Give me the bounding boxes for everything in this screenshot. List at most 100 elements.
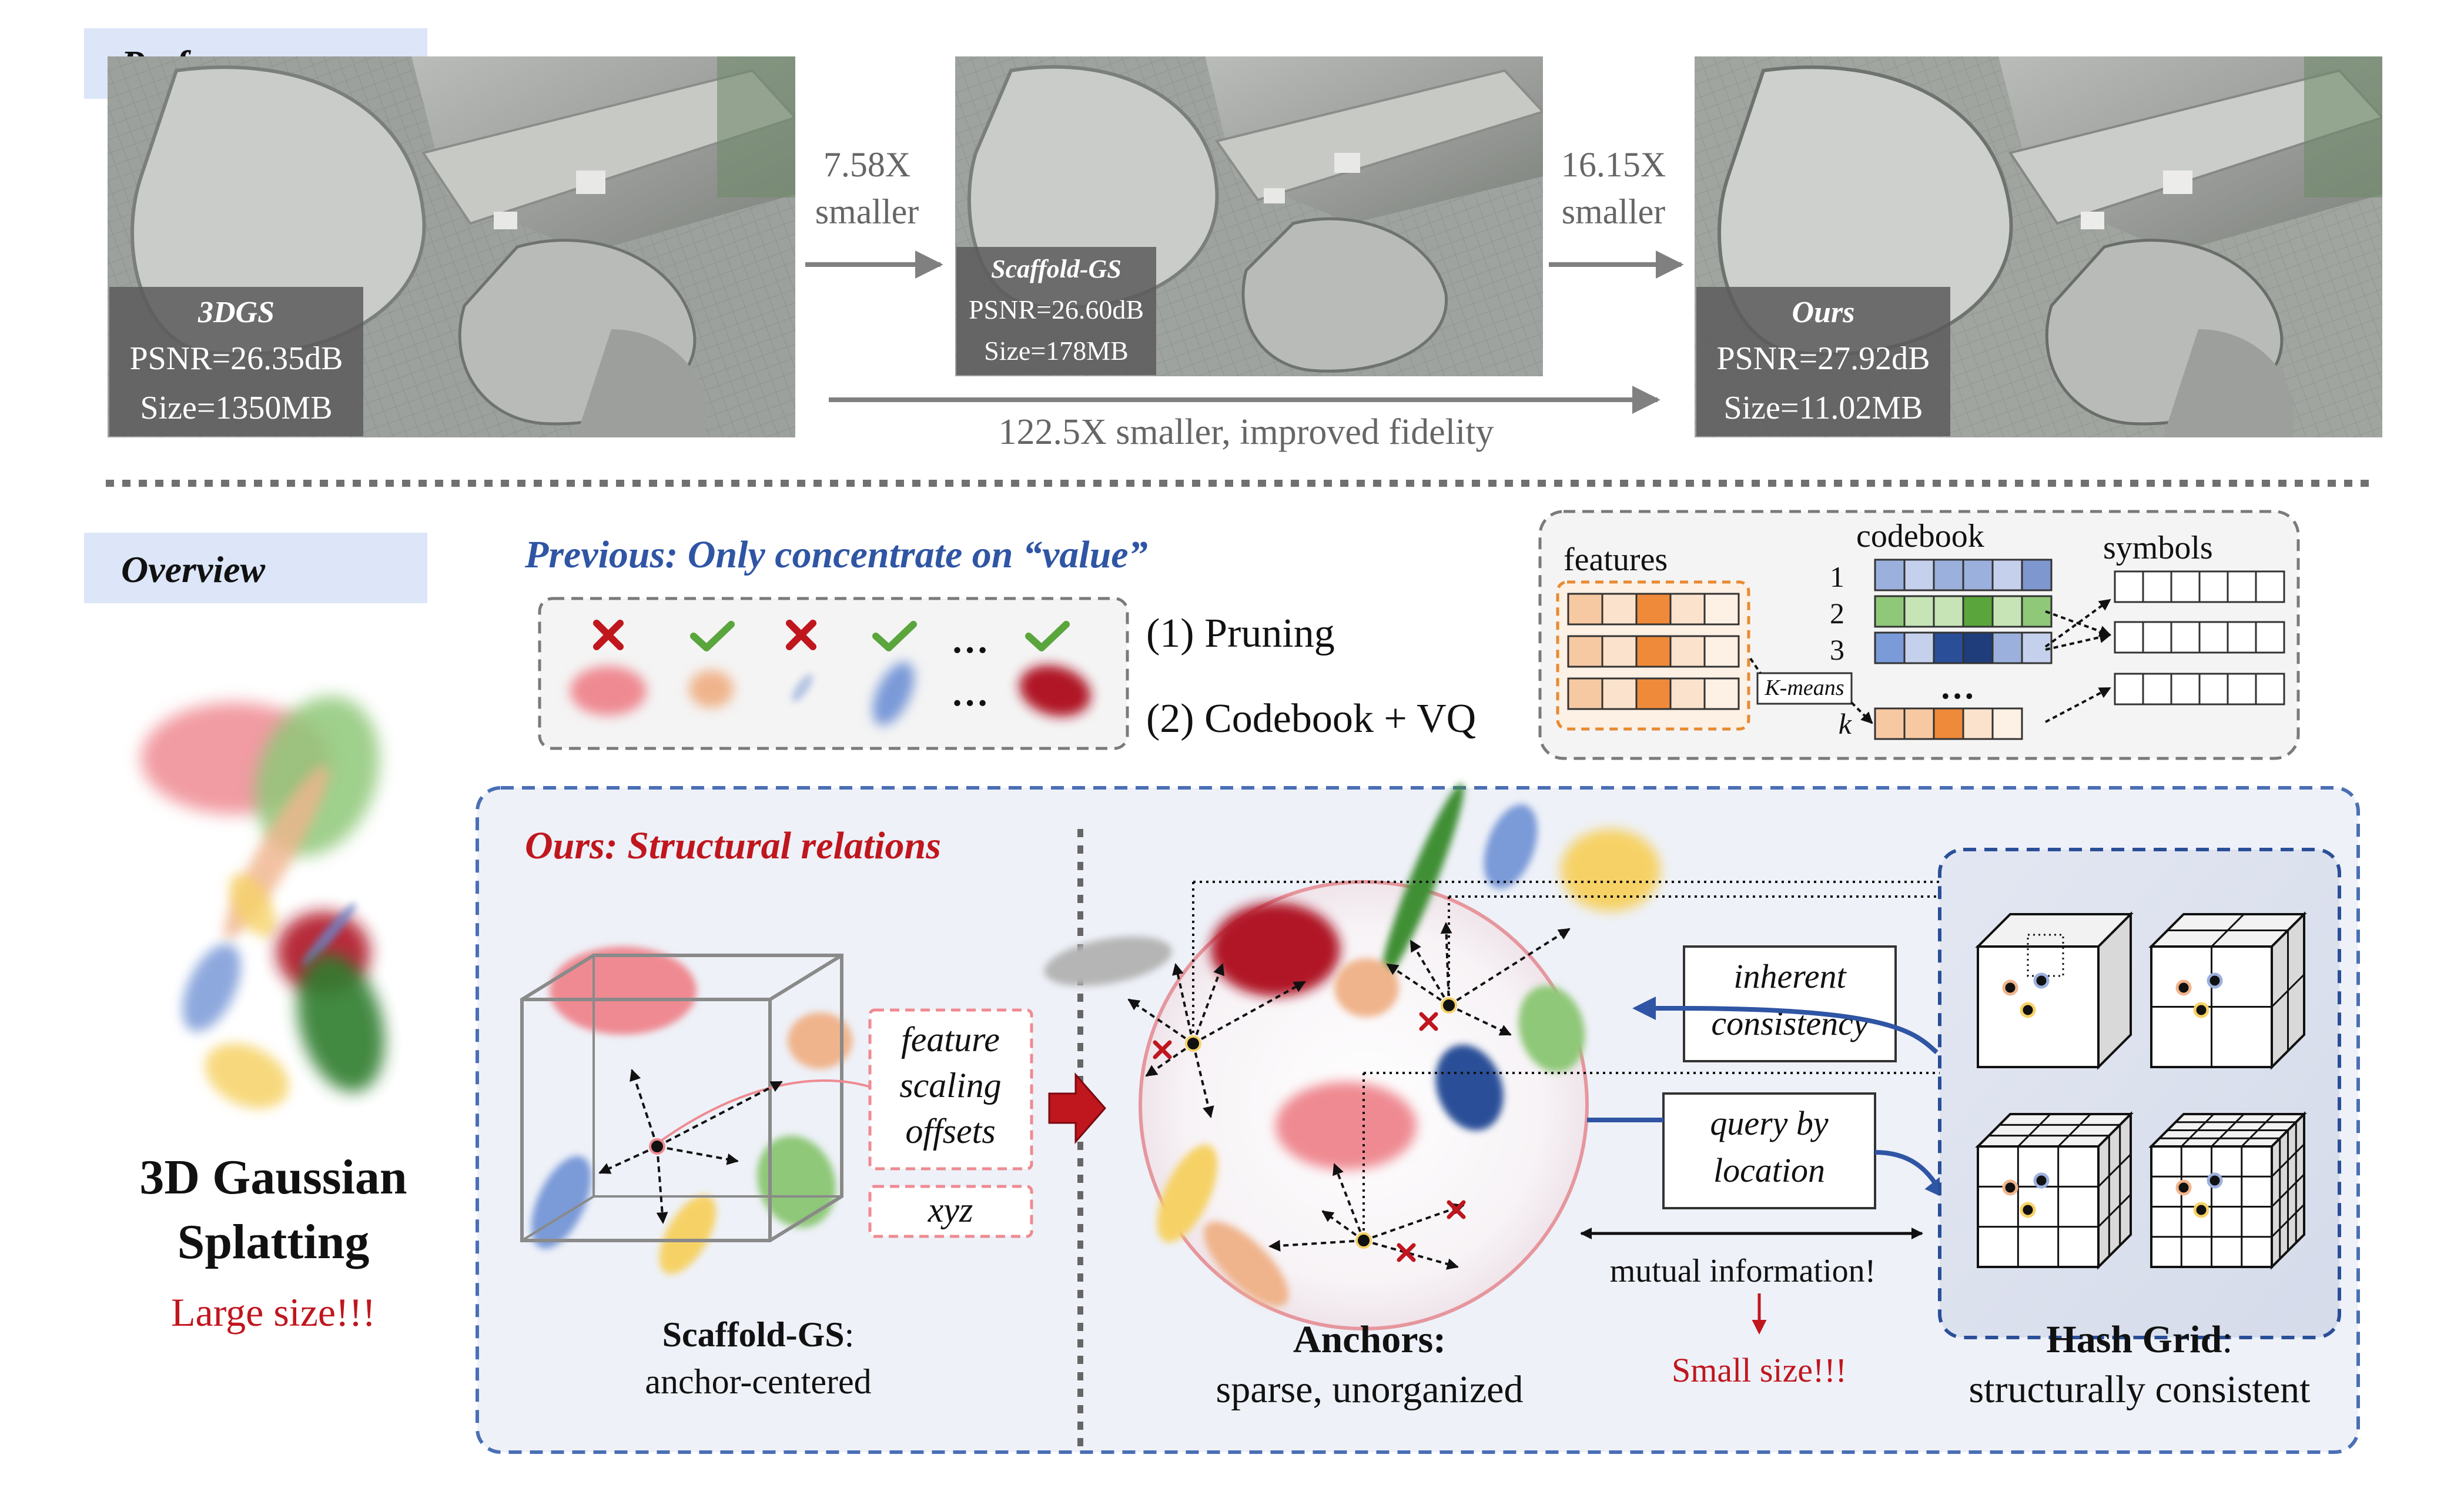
codebook-cell — [1962, 595, 1994, 628]
codebook-cell — [1991, 631, 2023, 664]
anchor-gaussian-pink — [1275, 1082, 1417, 1170]
query-line2: location — [1713, 1151, 1825, 1189]
scaffold-caption-colon: : — [845, 1315, 855, 1354]
feature-cell — [1601, 677, 1638, 710]
symbol-cell — [2198, 673, 2229, 705]
offset-arrow — [1192, 1043, 1214, 1118]
gaussian-title-line1: 3D Gaussian — [139, 1150, 407, 1205]
codebook-cell — [1874, 631, 1906, 664]
scaffold-caption-bold: Scaffold-GS — [662, 1315, 845, 1354]
codebook-cell — [1933, 631, 1964, 664]
symbols-grid — [2114, 570, 2285, 705]
offset-arrow — [656, 1146, 668, 1224]
codebook-row-label: 3 — [1830, 633, 1844, 666]
cube-back-edges — [521, 955, 842, 1242]
offset-arrow — [1145, 1042, 1194, 1077]
cube-gaussian-pink — [550, 947, 697, 1035]
anchor-gaussian-gray — [1044, 936, 1172, 987]
offset-arrow — [1386, 963, 1450, 1007]
query-by-location-box — [1662, 1092, 1876, 1209]
codebook-cell — [1933, 595, 1964, 628]
feature-cell — [1635, 677, 1672, 710]
panel-size-3dgs: Size=1350MB — [140, 390, 332, 426]
check-icon — [690, 621, 735, 651]
small-size-note: Small size!!! — [1672, 1351, 1847, 1389]
map-arrow — [2045, 610, 2111, 637]
offset-arrow — [1192, 963, 1225, 1044]
gaussian-title-line2: Splatting — [178, 1215, 370, 1269]
kmeans-label: K-means — [1764, 676, 1844, 700]
hash-anchor-point — [2193, 1202, 2209, 1218]
blob-yellow-small — [229, 873, 276, 938]
panel-psnr-3dgs: PSNR=26.35dB — [129, 340, 343, 377]
offset-arrow — [1127, 998, 1194, 1045]
anchor-gaussian-orange-small — [1334, 958, 1399, 1017]
map-arrow — [2045, 687, 2111, 723]
inherent-consistency-box — [1683, 945, 1897, 1062]
panel-psnr-ours: PSNR=27.92dB — [1716, 340, 1930, 377]
features-label: features — [1564, 541, 1668, 578]
features-grid — [1567, 593, 1740, 710]
anchors-bubble — [1044, 783, 2035, 1330]
pruned-cross-icon — [1419, 1012, 1438, 1031]
symbol-cell — [2255, 673, 2285, 705]
hash-anchor-point — [2002, 1179, 2018, 1196]
mutual-info-label: mutual information! — [1610, 1253, 1876, 1289]
symbol-cell — [2142, 673, 2172, 705]
cross-icon — [593, 620, 624, 650]
symbols-label: symbols — [2103, 530, 2213, 566]
check-icon — [1025, 621, 1070, 651]
hash-grid-line — [2097, 1193, 2132, 1228]
codebook-row-label: 2 — [1830, 597, 1844, 630]
feature-cell — [1601, 635, 1638, 668]
pruned-cross-icon — [1447, 1200, 1466, 1219]
gaussian-pink — [570, 666, 647, 715]
attributes-box — [868, 1008, 1033, 1171]
symbol-cell — [2170, 570, 2201, 603]
codebook-cell — [1962, 707, 1994, 740]
scaffold-caption-line2: anchor-centered — [645, 1362, 871, 1401]
feature-cell — [1669, 635, 1706, 668]
hash-grid-line — [2017, 1113, 2051, 1148]
codebook-cell — [1874, 707, 1906, 740]
symbol-cell — [2227, 673, 2257, 705]
symbol-cell — [2170, 673, 2201, 705]
previous-title: Previous: Only concentrate on “value” — [524, 533, 1148, 576]
feature-cell — [1703, 593, 1740, 626]
overview-label-bg — [84, 533, 427, 603]
offset-arrow — [1172, 963, 1194, 1044]
offset-arrow — [1410, 939, 1450, 1007]
hash-anchor-point — [2193, 1002, 2209, 1018]
codebook-ellipsis: … — [1940, 667, 1975, 706]
hash-anchor-point — [2020, 1202, 2036, 1218]
anchor-point — [1355, 1232, 1372, 1249]
anchors-title: Anchors: — [1293, 1318, 1446, 1361]
codebook-row-label: 1 — [1830, 560, 1844, 593]
hash-caption-line1: Hash Grid: — [2046, 1318, 2232, 1361]
anchor-gaussian-orange — [1203, 1221, 1289, 1307]
symbol-cell — [2198, 621, 2229, 654]
check-icon — [872, 621, 917, 651]
offset-arrow — [1440, 922, 1452, 1006]
panel-size-ours: Size=11.02MB — [1723, 390, 1923, 426]
attr-offsets: offsets — [905, 1112, 995, 1151]
anchor-point — [1441, 997, 1457, 1014]
codebook-diagram: features codebook symbols K-means 1 2 3 … — [1538, 510, 2300, 760]
scaffold-gs-cube — [520, 947, 869, 1275]
hash-caption-bold: Hash Grid — [2046, 1318, 2222, 1361]
blob-blue-thin — [302, 902, 356, 967]
hash-grid-cubes — [1975, 911, 2307, 1270]
hash-cube-front-face — [1977, 945, 2100, 1068]
codebook-row-label: k — [1839, 707, 1852, 740]
codebook-cell — [1991, 595, 2023, 628]
big-red-arrow — [1048, 1072, 1106, 1144]
previous-gaussians: … — [570, 662, 1091, 725]
cube-gaussian-green — [757, 1135, 836, 1228]
anchor-link — [1193, 881, 1994, 929]
cross-icon — [786, 620, 816, 650]
ours-title: Ours: Structural relations — [525, 824, 941, 867]
symbol-cell — [2142, 621, 2172, 654]
codebook-cell — [2021, 595, 2053, 628]
